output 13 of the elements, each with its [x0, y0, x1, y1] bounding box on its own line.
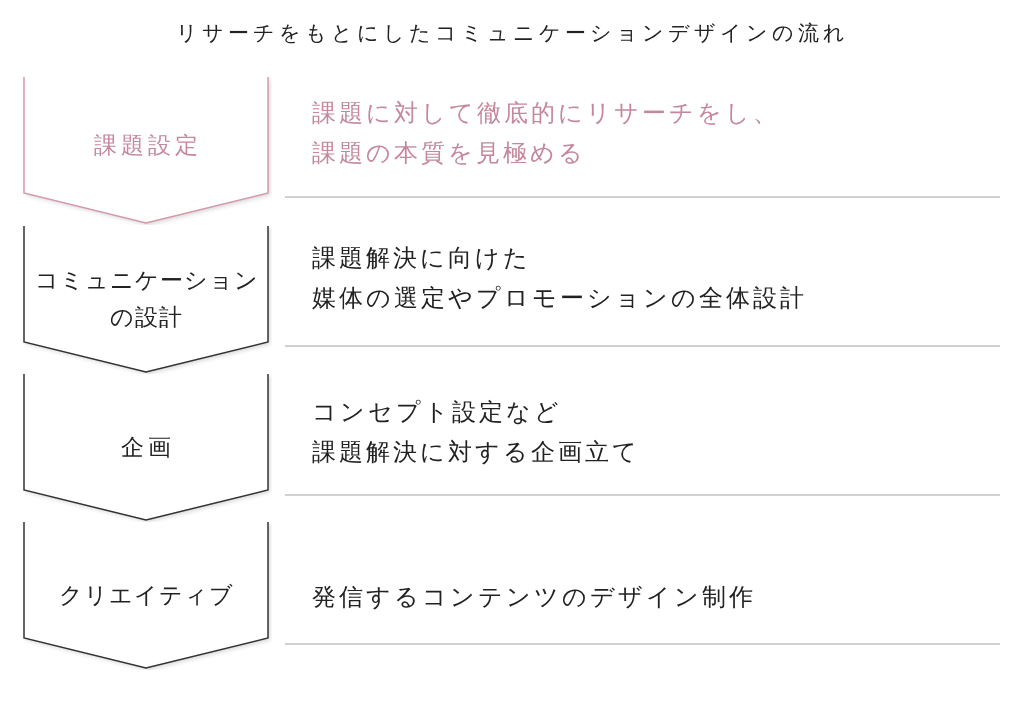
- diagram-title: リサーチをもとにしたコミュニケーションデザインの流れ: [175, 20, 849, 46]
- chevron-step: [20, 374, 272, 522]
- chevron-step: [20, 522, 272, 670]
- step-label: 企画: [120, 432, 175, 462]
- step-description: 課題解決に向けた媒体の選定やプロモーションの全体設計: [312, 243, 807, 314]
- step-description: 課題に対して徹底的にリサーチをし、課題の本質を見極める: [312, 98, 780, 169]
- chevron-step: [20, 77, 272, 225]
- step-description: 発信するコンテンツのデザイン制作: [312, 582, 756, 613]
- chevron-step: [20, 226, 272, 374]
- step-label: コミュニケーションの設計: [33, 266, 260, 332]
- step-label: 課題設定: [93, 130, 202, 160]
- step-description: コンセプト設定など課題解決に対する企画立て: [312, 397, 640, 468]
- step-label: クリエイティブ: [58, 580, 234, 610]
